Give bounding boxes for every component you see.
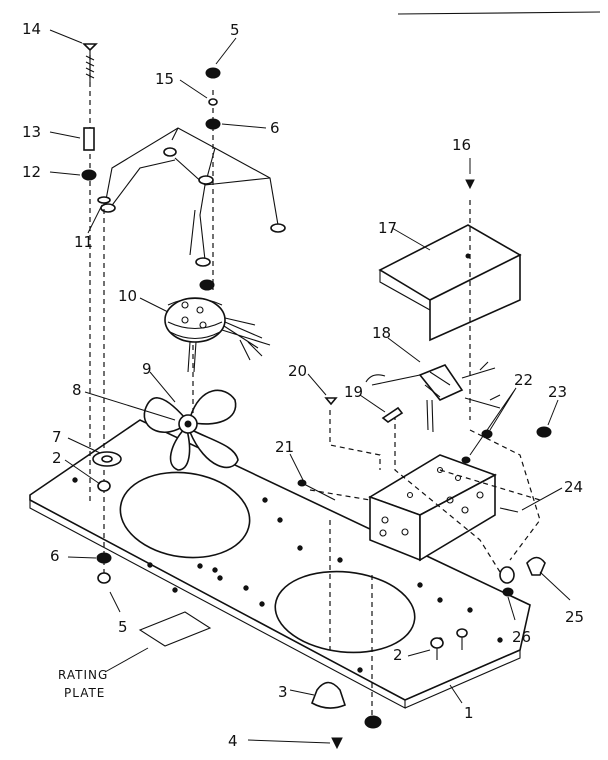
leader-lines [49, 29, 571, 744]
callout-26: 26 [512, 628, 531, 646]
callout-16: 16 [452, 136, 471, 154]
callout-19: 19 [344, 383, 363, 401]
callout-24: 24 [564, 478, 583, 496]
plate-opening-right [274, 570, 416, 654]
callout-20: 20 [288, 362, 307, 380]
callout-7: 7 [52, 428, 62, 446]
callout-12: 12 [22, 163, 41, 181]
callout-13: 13 [22, 123, 41, 141]
callout-8: 8 [72, 381, 82, 399]
callout-labels: 14 5 15 6 13 12 11 16 17 10 18 9 8 20 19… [22, 20, 584, 750]
callout-5-top: 5 [230, 21, 240, 39]
top-edge-line [397, 11, 601, 15]
callout-17: 17 [378, 219, 397, 237]
switch-assembly [365, 361, 501, 433]
callout-2-right: 2 [393, 646, 403, 664]
fan-motor [164, 297, 271, 373]
callout-4: 4 [228, 732, 238, 750]
callout-2-left: 2 [52, 449, 62, 467]
callout-18: 18 [372, 324, 391, 342]
callout-5-left: 5 [118, 618, 128, 636]
callout-3: 3 [278, 683, 288, 701]
callout-1: 1 [464, 704, 474, 722]
callout-6-top: 6 [270, 119, 280, 137]
callout-23: 23 [548, 383, 567, 401]
callout-14: 14 [22, 20, 41, 38]
callout-11: 11 [74, 233, 93, 251]
rating-plate-label [138, 611, 212, 647]
callout-9: 9 [142, 360, 152, 378]
callout-22: 22 [514, 371, 533, 389]
control-bracket [368, 454, 497, 562]
hardware-parts [81, 43, 552, 750]
callout-21: 21 [275, 438, 294, 456]
base-plate [29, 419, 531, 709]
callout-6-left: 6 [50, 547, 60, 565]
fan-blade [143, 389, 239, 471]
motor-mounting-bracket [100, 127, 286, 267]
cover-shield [378, 224, 522, 342]
rating-plate-caption-line1: RATING [58, 668, 108, 682]
callout-10: 10 [118, 287, 137, 305]
rating-plate-caption-line2: PLATE [64, 686, 105, 700]
callout-15: 15 [155, 70, 174, 88]
callout-25: 25 [565, 608, 584, 626]
plate-opening-left [119, 471, 251, 559]
